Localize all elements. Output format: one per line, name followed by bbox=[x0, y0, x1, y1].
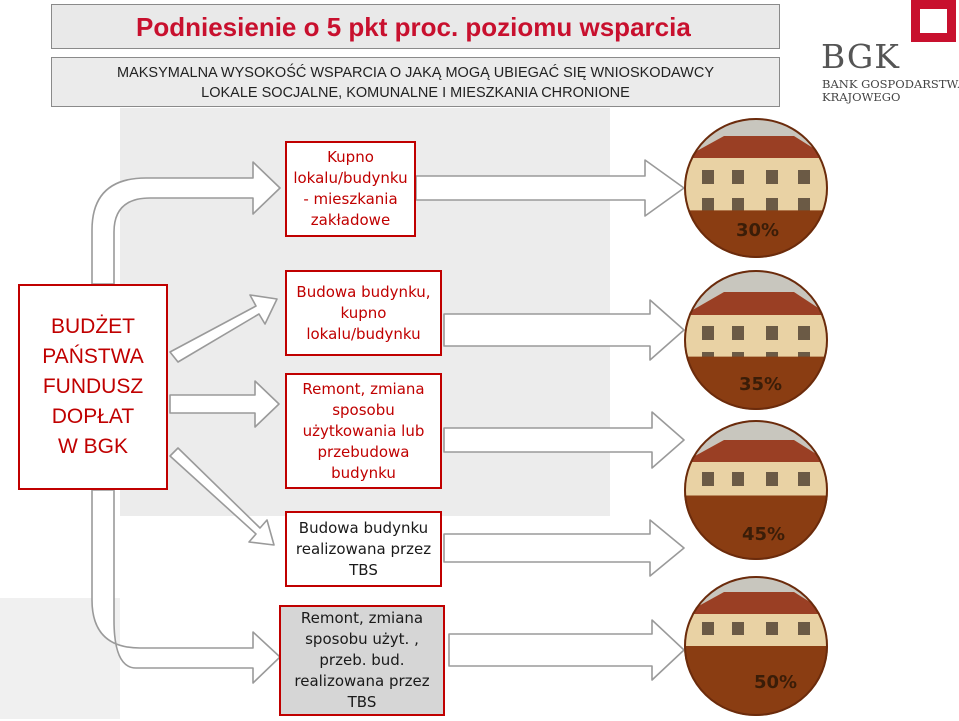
building-pie-icon bbox=[684, 270, 828, 410]
option-label-3: Remont, zmiana sposobu użytkowania lub p… bbox=[302, 379, 425, 482]
subtitle-line-2: LOKALE SOCJALNE, KOMUNALNE I MIESZKANIA … bbox=[201, 85, 630, 101]
arrow-to-option-3 bbox=[169, 380, 280, 428]
option-box-1: Kupno lokalu/budynku - mieszkania zakład… bbox=[285, 141, 416, 237]
pie-fill-segment bbox=[686, 356, 826, 410]
page-title: Podniesienie o 5 pkt proc. poziomu wspar… bbox=[136, 12, 691, 42]
logo-mark: BGK bbox=[821, 37, 900, 76]
option-label-4: Budowa budynku realizowana przez TBS bbox=[295, 518, 432, 579]
pie-image-4: 50% bbox=[684, 576, 829, 716]
bgk-logo-mark-icon bbox=[800, 0, 956, 105]
pie-percent-label-3: 45% bbox=[742, 524, 786, 545]
option-label-5: Remont, zmiana sposobu użyt. , przeb. bu… bbox=[294, 609, 430, 711]
arrow-to-image-5 bbox=[448, 619, 685, 681]
option-box-2: Budowa budynku, kupno lokalu/budynku bbox=[285, 270, 442, 356]
arrow-to-image-2 bbox=[443, 299, 685, 361]
option-box-4: Budowa budynku realizowana przez TBS bbox=[285, 511, 442, 587]
pie-image-3: 45% bbox=[684, 420, 829, 560]
pie-fill-segment bbox=[684, 646, 828, 716]
building-pie-icon bbox=[684, 420, 828, 560]
option-label-1: Kupno lokalu/budynku - mieszkania zakład… bbox=[293, 148, 408, 229]
arrow-to-option-4 bbox=[169, 447, 275, 546]
bgk-logo: BGK BANK GOSPODARSTWA KRAJOWEGO bbox=[800, 0, 959, 105]
option-label-2: Budowa budynku, kupno lokalu/budynku bbox=[296, 282, 431, 343]
building-pie-icon bbox=[684, 576, 828, 716]
option-box-5: Remont, zmiana sposobu użyt. , przeb. bu… bbox=[279, 605, 445, 716]
arrow-to-image-4 bbox=[443, 519, 685, 577]
budget-source-box: BUDŻET PAŃSTWA FUNDUSZ DOPŁAT W BGK bbox=[18, 284, 168, 490]
subtitle-line-1: MAKSYMALNA WYSOKOŚĆ WSPARCIA O JAKĄ MOGĄ… bbox=[116, 65, 715, 81]
pie-percent-label-1: 30% bbox=[736, 220, 780, 241]
arrow-to-image-3 bbox=[443, 411, 685, 469]
building-pie-icon bbox=[684, 118, 828, 258]
logo-line-1: BANK GOSPODARSTWA bbox=[822, 77, 959, 91]
pie-fill-segment bbox=[687, 210, 825, 258]
pie-percent-label-4: 50% bbox=[754, 672, 798, 693]
subtitle-banner: MAKSYMALNA WYSOKOŚĆ WSPARCIA O JAKĄ MOGĄ… bbox=[51, 57, 780, 107]
logo-line-2: KRAJOWEGO bbox=[822, 90, 901, 104]
pie-percent-label-2: 35% bbox=[739, 374, 783, 395]
option-box-3: Remont, zmiana sposobu użytkowania lub p… bbox=[285, 373, 442, 489]
title-banner: Podniesienie o 5 pkt proc. poziomu wspar… bbox=[51, 4, 780, 49]
budget-source-label: BUDŻET PAŃSTWA FUNDUSZ DOPŁAT W BGK bbox=[42, 315, 144, 458]
pie-image-2: 35% bbox=[684, 270, 829, 410]
arrow-to-option-1 bbox=[91, 161, 281, 285]
pie-image-1: 30% bbox=[684, 118, 829, 258]
pie-fill-segment bbox=[684, 495, 828, 560]
arrow-to-image-1 bbox=[415, 159, 685, 217]
arrow-to-option-2 bbox=[169, 294, 278, 363]
